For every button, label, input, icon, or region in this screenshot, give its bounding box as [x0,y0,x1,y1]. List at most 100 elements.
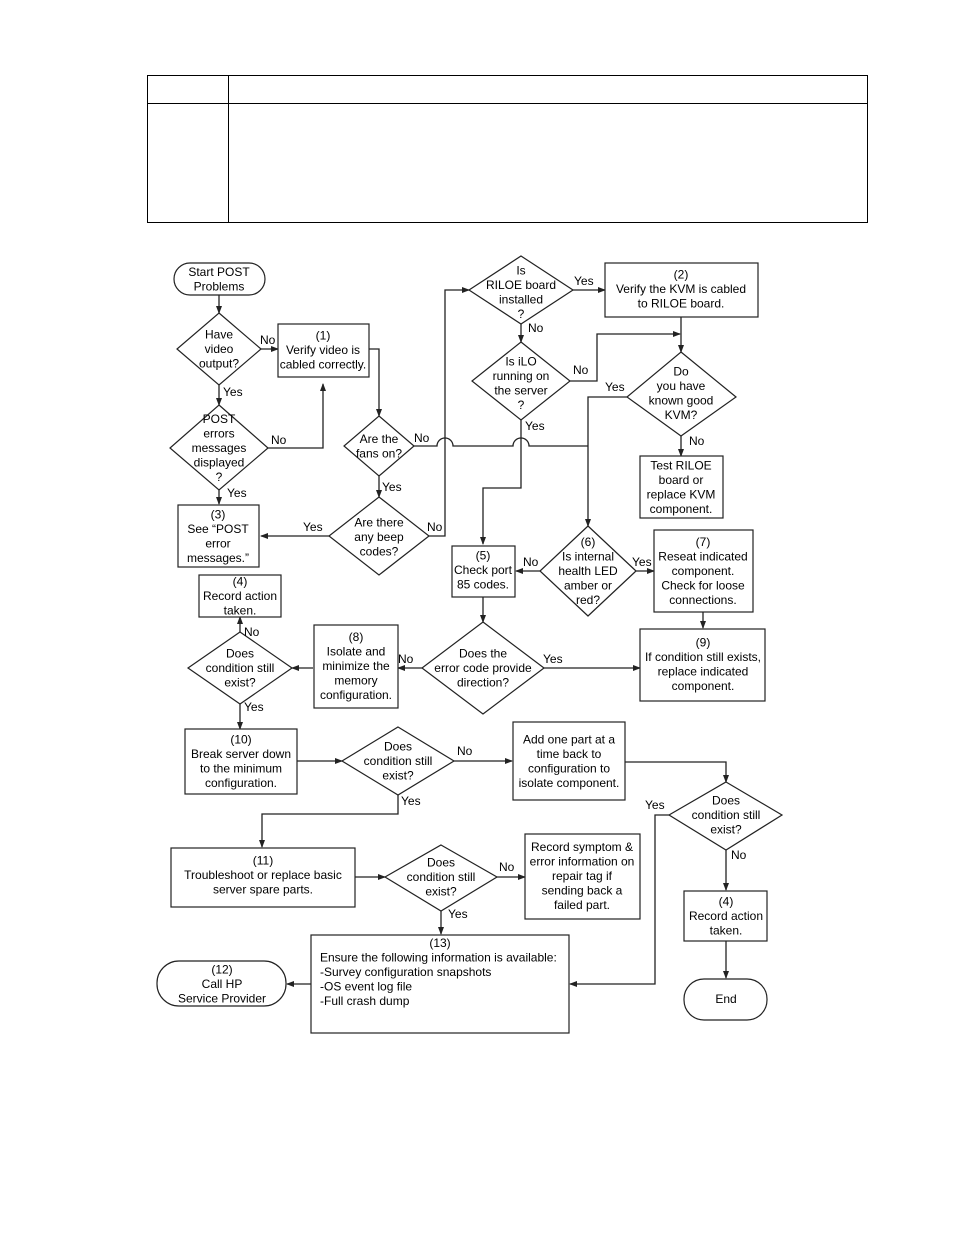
node-label-line: replace indicated [658,664,749,678]
box7-process [653,529,754,613]
label-video-no: No [260,333,276,347]
node-label-line: Troubleshoot or replace basic [184,868,342,882]
node-label-line: minimize the [322,659,390,673]
node-label-line: the server [494,383,547,397]
node-label-end: End [715,992,736,1006]
node-label-line: error information on [530,855,635,869]
node-label-line: Ensure the following information is avai… [320,951,557,965]
node-label-line: Record action [203,589,277,603]
node-label-line: configuration to [528,761,610,775]
term12-terminal [156,960,287,1007]
node-label-line: messages.” [187,551,249,565]
node-label-line: fans on? [356,446,402,460]
node-label-line: ? [518,307,525,321]
node-label-line: connections. [669,593,736,607]
cond1-decision [186,631,294,705]
node-label-line: video [205,342,234,356]
node-label-line: component. [672,679,735,693]
node-label-line: Check for loose [661,579,745,593]
node-label-line: Break server down [191,747,291,761]
node-label-line: Are the [360,432,399,446]
node-label-line: (7) [696,535,711,549]
node-label-line: component. [672,564,735,578]
node-label-line: health LED [558,564,618,578]
node-label-line: ? [518,398,525,412]
node-label-line: Add one part at a [523,732,615,746]
node-label-line: (3) [211,507,226,521]
label-cond2-no: No [457,744,473,758]
node-label-line: sending back a [542,884,623,898]
label-riloe-yes: Yes [574,274,594,288]
node-label-line: (4) [233,575,248,589]
kvm-decision [626,351,737,437]
box13-process [310,934,570,1034]
node-label-line: Test RILOE [650,458,711,472]
box3-process [177,504,260,568]
node-label-line: you have [657,379,706,393]
node-label-line: Do [673,364,689,378]
label-video-yes: Yes [223,385,243,399]
node-label-line: Check port [454,563,513,577]
node-label-line: amber or [564,579,612,593]
node-label-line: -Survey configuration snapshots [320,965,491,979]
label-post-yes: Yes [227,486,247,500]
label-cond1-yes: Yes [244,700,264,714]
edge-fans-no [414,437,588,447]
led-decision [539,525,637,617]
edge-cond3-yes [569,814,669,987]
node-label-line: Verify video is [286,343,360,357]
node-label-line: displayed [194,456,245,470]
node-label-line: isolate component. [519,776,620,790]
node-label-line: RILOE board [486,278,556,292]
node-label-line: messages [192,441,247,455]
legend-cell-2 [228,103,868,223]
box8-process [313,624,399,709]
node-label-line: error code provide [434,661,532,675]
node-label-line: (2) [674,268,689,282]
node-label-line: time back to [537,747,602,761]
node-label-line: to the minimum [200,761,282,775]
node-label-line: (6) [581,535,596,549]
shapes [156,255,784,1034]
node-label-line: repair tag if [552,869,613,883]
node-label-line: Verify the KVM is cabled [616,282,746,296]
label-beep-yes: Yes [303,520,323,534]
node-label-line: condition still [364,754,433,768]
riloe-decision [467,255,575,325]
node-label-line: Is internal [562,550,614,564]
label-riloe-no: No [528,321,544,335]
label-cond3-yes: Yes [645,798,665,812]
box10-process [184,728,298,795]
legend-table-row [147,103,868,223]
node-label-line: exist? [382,769,414,783]
node-label-line: condition still [692,808,761,822]
add-part-process [512,721,626,801]
label-led-no: No [523,555,539,569]
node-label-line: Record action [689,909,763,923]
node-label-line: Does [712,794,740,808]
node-label-box9: (9)If condition still exists,replace ind… [645,635,761,693]
legend-table [147,75,868,223]
post-errors-decision [169,404,269,491]
label-led-yes: Yes [632,555,652,569]
node-label-line: -Full crash dump [320,994,410,1008]
connectors [216,287,729,987]
node-label-line: any beep [354,530,404,544]
node-label-line: (1) [316,329,331,343]
